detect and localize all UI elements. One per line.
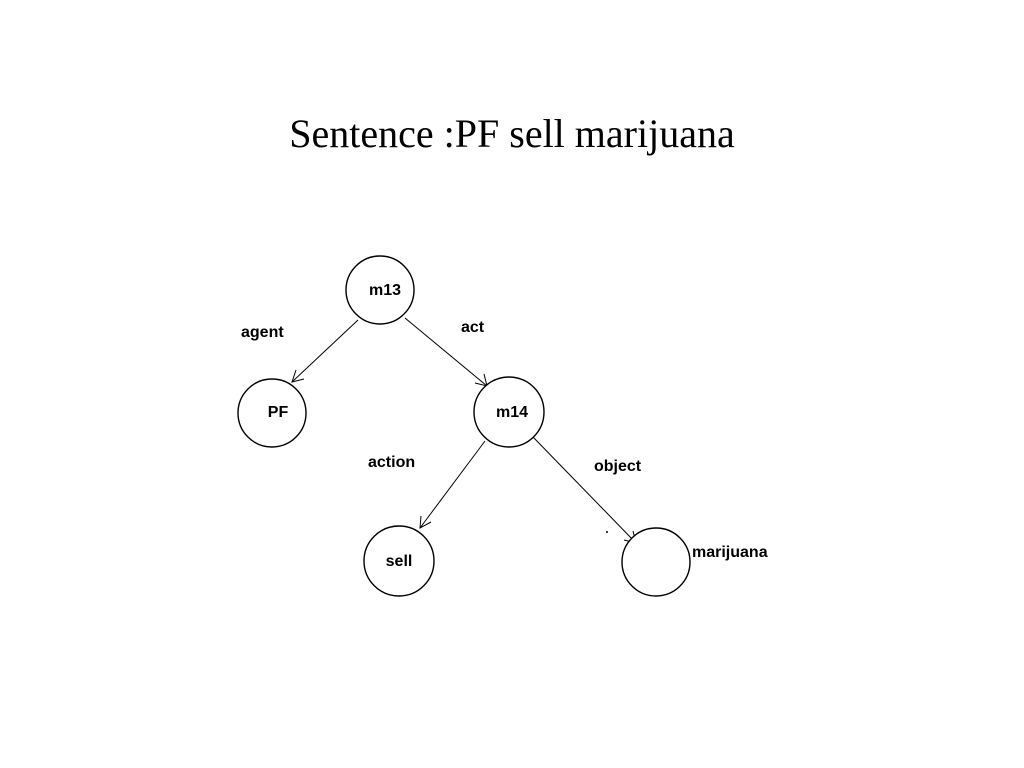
slide-title: Sentence :PF sell marijuana: [289, 111, 735, 156]
node-marijuana-circle: [621, 527, 691, 597]
node-pf-label: PF: [268, 404, 289, 421]
node-marijuana: marijuana: [621, 527, 768, 597]
edge-action: action: [368, 440, 486, 529]
node-marijuana-external-label: marijuana: [692, 544, 768, 561]
node-sell-circle: [363, 525, 435, 597]
edge-agent-line: [291, 319, 359, 383]
node-m14-circle: [473, 376, 545, 448]
node-m14: m14: [473, 376, 545, 448]
stray-dot: [606, 531, 608, 533]
edge-object: object: [532, 436, 642, 544]
node-m13: m13: [345, 255, 415, 325]
node-sell: sell: [363, 525, 435, 597]
edge-label-object: object: [594, 458, 642, 475]
edge-action-line: [419, 440, 486, 529]
node-pf: PF: [237, 378, 307, 448]
node-m13-circle: [345, 255, 415, 325]
edge-label-action: action: [368, 454, 415, 471]
node-sell-label: sell: [386, 553, 413, 570]
edge-label-act: act: [461, 319, 485, 336]
node-m13-label: m13: [369, 282, 401, 299]
edge-label-agent: agent: [241, 324, 284, 341]
edge-agent-arrowhead: [291, 369, 305, 383]
edge-act: act: [404, 317, 488, 387]
edge-object-line: [532, 436, 637, 544]
edge-agent: agent: [241, 319, 359, 383]
edge-action-arrowhead: [419, 515, 432, 529]
node-m14-label: m14: [496, 404, 528, 421]
edge-act-line: [404, 317, 488, 387]
node-pf-circle: [237, 378, 307, 448]
